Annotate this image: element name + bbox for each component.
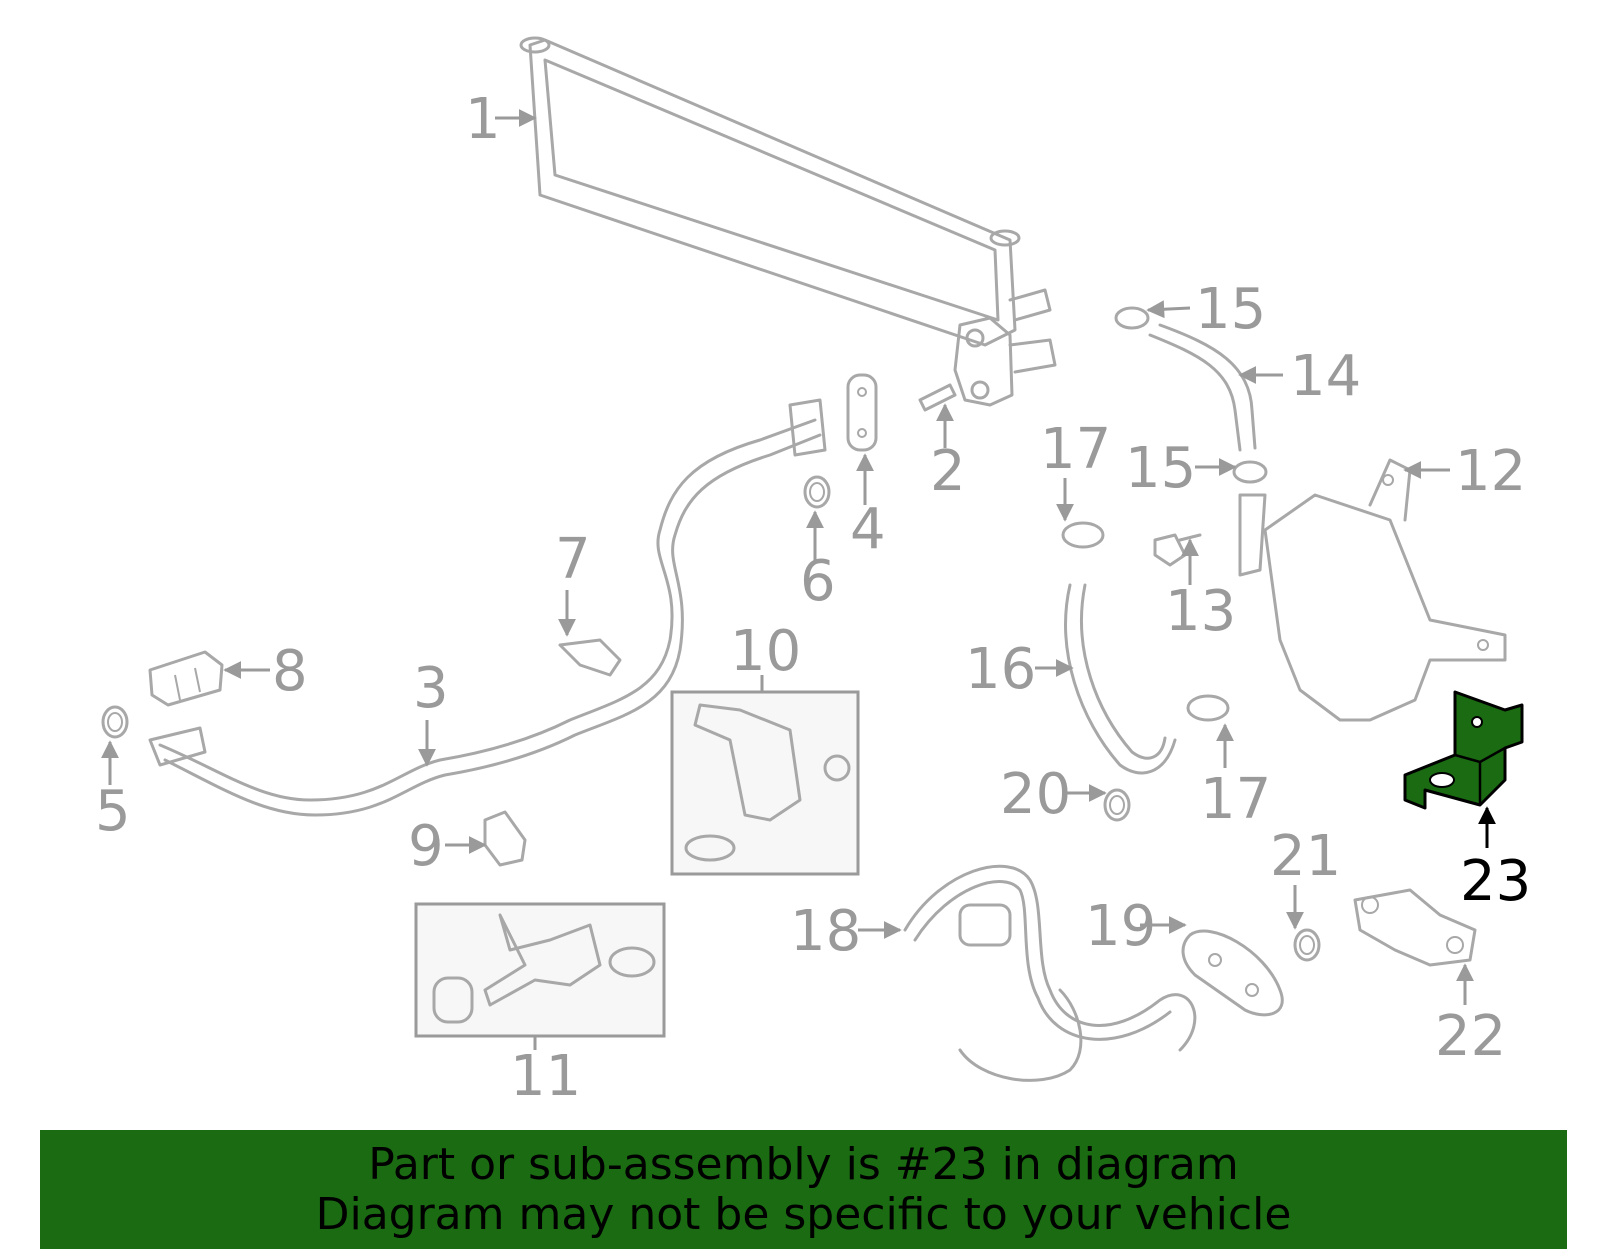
callout-17-upper: 17 bbox=[1040, 417, 1111, 482]
callout-22: 22 bbox=[1435, 1004, 1506, 1069]
callout-7: 7 bbox=[555, 527, 591, 592]
part-1-cooler bbox=[519, 36, 1057, 407]
callout-23: 23 bbox=[1460, 849, 1531, 914]
part-7-clip bbox=[558, 638, 622, 677]
part-17-clamp-upper bbox=[1061, 521, 1105, 549]
callout-8: 8 bbox=[272, 639, 308, 704]
part-19-plate bbox=[1181, 929, 1284, 1017]
callout-9: 9 bbox=[408, 814, 444, 879]
part-12-reservoir bbox=[1238, 458, 1507, 722]
part-15-clamp-lower bbox=[1232, 460, 1268, 484]
part-23-bracket-highlighted[interactable] bbox=[1403, 690, 1524, 810]
part-15-clamp-upper bbox=[1114, 306, 1150, 330]
part-14-hose bbox=[1148, 323, 1257, 452]
callout-5: 5 bbox=[95, 779, 131, 844]
part-17-clamp-lower bbox=[1186, 694, 1230, 722]
callout-13: 13 bbox=[1165, 579, 1236, 644]
callout-4: 4 bbox=[850, 497, 886, 562]
part-13-bolt bbox=[1153, 533, 1202, 567]
callout-19: 19 bbox=[1085, 894, 1156, 959]
part-21-oring bbox=[1293, 928, 1321, 962]
part-18-pipes bbox=[903, 864, 1197, 1082]
callout-1: 1 bbox=[465, 87, 501, 152]
part-2-screw bbox=[918, 383, 957, 412]
callout-17-lower: 17 bbox=[1200, 767, 1271, 832]
callout-12: 12 bbox=[1455, 439, 1526, 504]
part-6-oring bbox=[803, 475, 831, 509]
callout-18: 18 bbox=[790, 899, 861, 964]
callout-3: 3 bbox=[413, 656, 449, 721]
banner-line-1: Part or sub-assembly is #23 in diagram bbox=[368, 1138, 1239, 1190]
callout-15-upper: 15 bbox=[1195, 277, 1266, 342]
callout-21: 21 bbox=[1270, 824, 1341, 889]
callout-15-lower: 15 bbox=[1125, 436, 1196, 501]
part-3-hose bbox=[148, 398, 827, 817]
callout-16: 16 bbox=[965, 637, 1036, 702]
callout-10: 10 bbox=[730, 619, 801, 684]
info-banner: Part or sub-assembly is #23 in diagram D… bbox=[40, 1130, 1567, 1249]
callout-2: 2 bbox=[930, 439, 966, 504]
part-9-clip bbox=[483, 810, 527, 867]
part-11-kit-box bbox=[414, 902, 666, 1038]
part-4-gasket bbox=[846, 373, 878, 452]
part-8-bracket bbox=[148, 650, 224, 707]
banner-line-2: Diagram may not be specific to your vehi… bbox=[315, 1188, 1292, 1240]
leader-arrows bbox=[101, 109, 1496, 1050]
part-5-oring bbox=[101, 705, 129, 739]
part-22-fitting bbox=[1353, 888, 1477, 967]
callout-14: 14 bbox=[1290, 344, 1361, 409]
callout-20: 20 bbox=[1000, 762, 1071, 827]
part-16-hose bbox=[1064, 583, 1177, 775]
callout-11: 11 bbox=[510, 1044, 581, 1109]
part-20-oring bbox=[1103, 788, 1131, 822]
callout-6: 6 bbox=[800, 549, 836, 614]
part-10-kit-box bbox=[670, 690, 860, 876]
